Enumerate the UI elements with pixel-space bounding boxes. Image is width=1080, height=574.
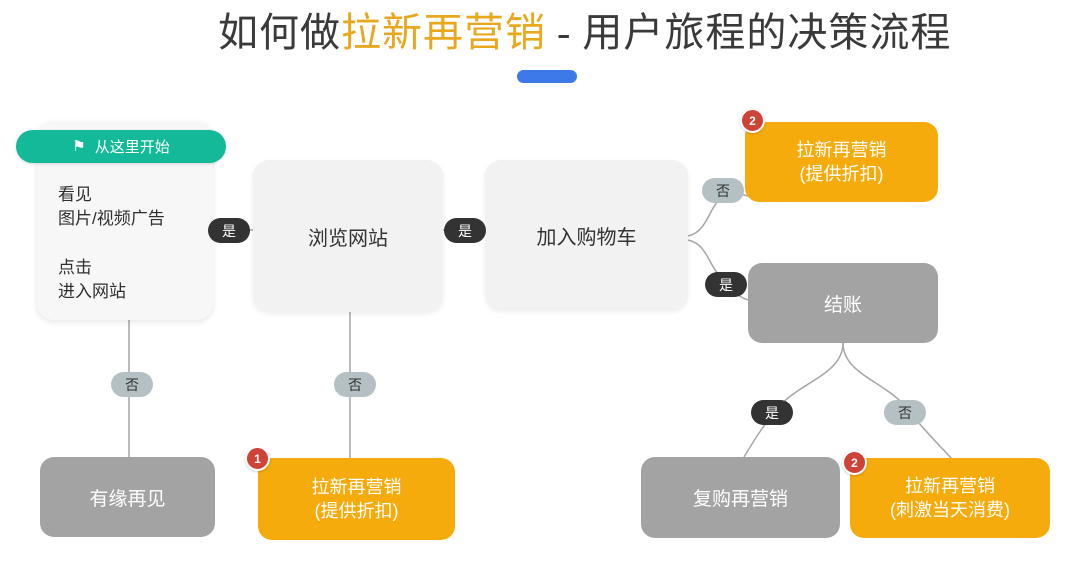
remarket-discount-2-line1: 拉新再营销	[796, 140, 887, 160]
remarket-discount-1-text: 拉新再营销 (提供折扣)	[312, 475, 402, 523]
pill-label: 是	[765, 404, 779, 421]
pill-yes-browse-cart: 是	[444, 218, 486, 243]
start-line-4: 进入网站	[58, 282, 126, 301]
pill-label: 否	[348, 376, 362, 393]
start-here-banner: ⚑ 从这里开始	[16, 130, 226, 163]
pill-label: 否	[716, 182, 730, 199]
remarket-sameday-text: 拉新再营销 (刺激当天消费)	[890, 474, 1010, 522]
page-title: 如何做拉新再营销 - 用户旅程的决策流程	[218, 12, 953, 54]
remarket-discount-2-text: 拉新再营销 (提供折扣)	[797, 138, 887, 186]
pill-label: 是	[222, 222, 236, 239]
node-remarket-discount-1: 拉新再营销 (提供折扣)	[258, 458, 455, 540]
pill-label: 是	[458, 222, 472, 239]
title-underline-dash	[517, 70, 577, 83]
remarket-discount-2-line2: (提供折扣)	[799, 164, 884, 184]
badge-1: 1	[245, 446, 270, 471]
node-remarket-discount-2: 拉新再营销 (提供折扣)	[745, 122, 938, 202]
start-line-3: 点击	[58, 258, 92, 277]
title-highlight: 拉新再营销	[341, 10, 546, 55]
remarket-sameday-line1: 拉新再营销	[905, 476, 995, 496]
flag-icon: ⚑	[72, 138, 86, 155]
remarket-sameday-line2: (刺激当天消费)	[890, 500, 1010, 520]
badge-2-bottom-number: 2	[851, 455, 858, 470]
repurchase-label: 复购再营销	[692, 489, 788, 510]
node-add-to-cart: 加入购物车	[485, 160, 688, 310]
remarket-discount-1-line1: 拉新再营销	[311, 477, 402, 497]
pill-yes-cart-checkout: 是	[705, 272, 747, 297]
pill-label: 否	[898, 404, 912, 421]
title-prefix: 如何做	[218, 10, 341, 55]
node-browse-website: 浏览网站	[253, 160, 443, 312]
node-remarket-sameday: 拉新再营销 (刺激当天消费)	[850, 458, 1050, 538]
start-line-1: 看见	[58, 185, 92, 204]
badge-2-bottom: 2	[842, 450, 867, 475]
badge-2-top-number: 2	[749, 113, 756, 128]
node-repurchase-remarket: 复购再营销	[641, 457, 840, 538]
checkout-label: 结账	[823, 294, 862, 316]
badge-2-top: 2	[740, 108, 765, 133]
cart-label: 加入购物车	[536, 226, 637, 249]
pill-label: 是	[719, 276, 733, 293]
badge-1-number: 1	[254, 451, 261, 466]
pill-yes-start-browse: 是	[208, 218, 250, 243]
goodbye-label: 有缘再见	[89, 488, 166, 510]
node-checkout: 结账	[748, 263, 938, 343]
pill-no-start: 否	[111, 372, 153, 397]
title-suffix: - 用户旅程的决策流程	[546, 10, 952, 55]
browse-label: 浏览网站	[308, 227, 388, 250]
pill-no-cart: 否	[702, 178, 744, 203]
pill-label: 否	[125, 376, 139, 393]
pill-no-checkout: 否	[884, 400, 926, 425]
start-line-2: 图片/视频广告	[58, 209, 165, 228]
pill-no-browse: 否	[334, 372, 376, 397]
pill-yes-checkout: 是	[751, 400, 793, 425]
remarket-discount-1-line2: (提供折扣)	[314, 501, 399, 521]
start-node-text: 看见 图片/视频广告 点击 进入网站	[37, 121, 165, 304]
node-goodbye: 有缘再见	[40, 457, 215, 537]
banner-label: 从这里开始	[94, 139, 170, 156]
